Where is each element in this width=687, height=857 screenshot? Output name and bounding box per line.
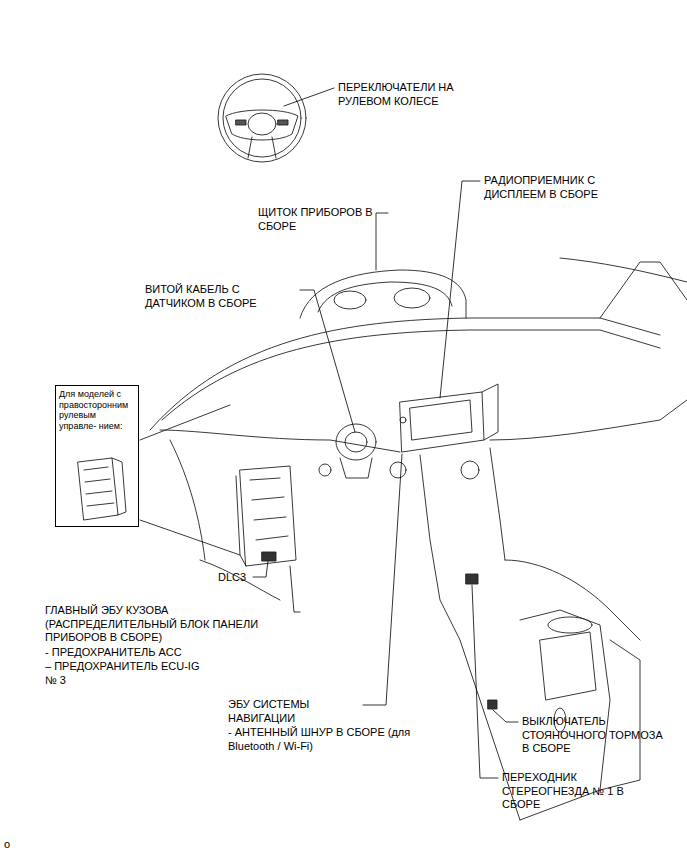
dashboard-outline: [150, 258, 687, 820]
part-label: ЭБУ СИСТЕМЫ НАВИГАЦИИ: [228, 698, 368, 725]
corner-mark: o: [4, 838, 10, 852]
part-sublabel: - АНТЕННЫЙ ШНУР В СБОРЕ (для Bluetooth /…: [228, 726, 413, 753]
part-label: ЩИТОК ПРИБОРОВ В СБОРЕ: [258, 206, 393, 233]
inset-note: Для моделей с правосторонним рулевым упр…: [59, 389, 135, 431]
leader-lines: [253, 88, 518, 778]
fuse-label: - ПРЕДОХРАНИТЕЛЬ ACC: [45, 646, 182, 660]
part-label: ПЕРЕХОДНИК СТЕРЕОГНЕЗДА № 1 В СБОРЕ: [502, 771, 652, 812]
steering-wheel-icon: [218, 74, 306, 162]
fuse-label: – ПРЕДОХРАНИТЕЛЬ ECU-IG № 3: [45, 660, 205, 687]
part-label: ВЫКЛЮЧАТЕЛЬ СТОЯНОЧНОГО ТОРМОЗА В СБОРЕ: [522, 715, 672, 756]
part-label: ГЛАВНЫЙ ЭБУ КУЗОВА (РАСПРЕДЕЛИТЕЛЬНЫЙ БЛ…: [45, 604, 295, 645]
inset-box: Для моделей с правосторонним рулевым упр…: [55, 385, 139, 527]
part-label: ПЕРЕКЛЮЧАТЕЛИ НА РУЛЕВОМ КОЛЕСЕ: [338, 81, 488, 108]
part-label: ВИТОЙ КАБЕЛЬ С ДАТЧИКОМ В СБОРЕ: [145, 283, 295, 310]
connector-label: DLC3: [218, 571, 246, 585]
part-label: РАДИОПРИЕМНИК С ДИСПЛЕЕМ В СБОРЕ: [484, 174, 644, 201]
